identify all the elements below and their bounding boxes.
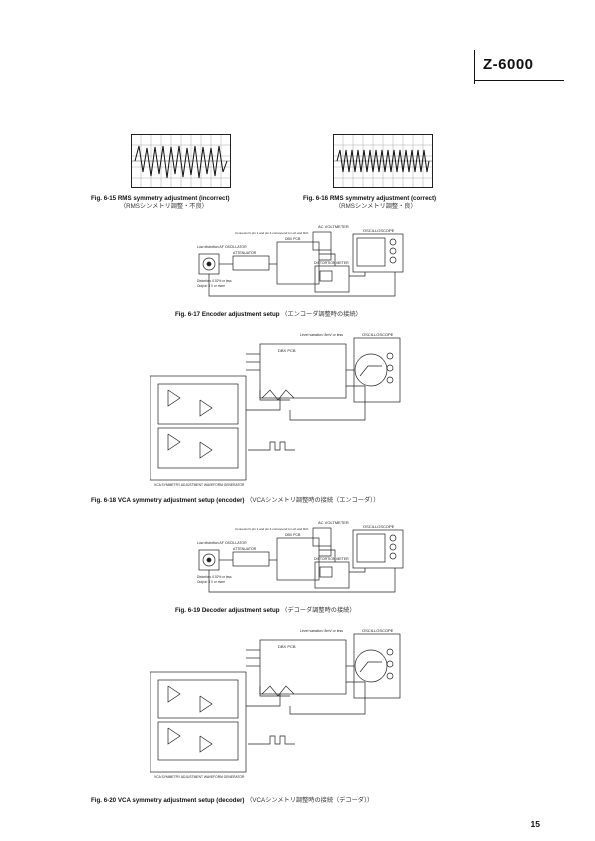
fig16-caption: Fig. 6-16 RMS symmetry adjustment (corre… — [303, 195, 436, 203]
fig15-title: RMS symmetry adjustment (incorrect) — [117, 195, 230, 202]
fig18-subtitle: （VCAシンメトリ調整時の接続（エンコーダ）） — [246, 497, 380, 504]
fig18-level-note: Level variation: 8mV or less — [300, 333, 343, 337]
fig20-caption: Fig. 6-20 VCA symmetry adjustment setup … — [91, 797, 373, 805]
fig20-title: VCA symmetry adjustment setup (decoder) — [117, 797, 245, 804]
fig19-distortion-meter: DISTORTION METER — [314, 557, 349, 561]
fig20-oscilloscope: OSCILLOSCOPE — [362, 628, 394, 633]
fig20-level-note: Level variation: 8mV or less — [300, 629, 343, 633]
fig19-number: Fig. 6-19 — [175, 607, 201, 614]
fig19-subtitle: （デコーダ調整時の接続） — [281, 607, 356, 614]
fig18-title: VCA symmetry adjustment setup (encoder) — [117, 497, 245, 504]
fig19-dbx-pcb: DBX PCB — [285, 533, 301, 537]
fig19-distortion-spec: Distortion: 0.02% or less — [197, 575, 232, 579]
fig19-oscilloscope: OSCILLOSCOPE — [363, 524, 395, 529]
fig19-output-spec: Output: 3 V or more — [197, 580, 225, 584]
fig17-caption: Fig. 6-17 Encoder adjustment setup （エンコー… — [175, 311, 362, 319]
header-rule — [474, 50, 475, 84]
fig19-ac-voltmeter: AC VOLTMETER — [318, 520, 349, 525]
fig20-generator: VCA SYMMETRY ADJUSTMENT WAVEFORM GENERAT… — [154, 775, 245, 779]
fig20-subtitle: （VCAシンメトリ調整時の接続（デコーダ）） — [246, 797, 374, 804]
decoder-setup-diagram: AC VOLTMETER OSCILLOSCOPE Low distortion… — [197, 520, 404, 593]
fig19-caption: Fig. 6-19 Decoder adjustment setup （デコーダ… — [175, 607, 356, 615]
model-title: Z-6000 — [483, 56, 534, 73]
fig18-dbx-pcb: DBX PCB — [278, 348, 296, 353]
fig17-subtitle: （エンコーダ調整時の接続） — [281, 311, 362, 318]
fig17-output-spec: Output: 3 V or more — [197, 284, 225, 288]
fig15-caption: Fig. 6-15 RMS symmetry adjustment (incor… — [91, 195, 230, 203]
fig19-connect-note: Connector's pin 1 and pin 4 correspond t… — [235, 527, 309, 531]
fig16-subtitle: （RMSシンメトリ調整・良） — [335, 203, 417, 210]
fig17-oscilloscope: OSCILLOSCOPE — [363, 228, 395, 233]
vca-decoder-setup-diagram: Level variation: 8mV or less OSCILLOSCOP… — [150, 628, 401, 779]
fig16-number: Fig. 6-16 — [303, 195, 329, 202]
fig17-distortion-spec: Distortion: 0.02% or less — [197, 279, 232, 283]
fig17-number: Fig. 6-17 — [175, 311, 201, 318]
fig16-title: RMS symmetry adjustment (correct) — [329, 195, 437, 202]
fig18-number: Fig. 6-18 — [91, 497, 117, 504]
fig18-caption: Fig. 6-18 VCA symmetry adjustment setup … — [91, 497, 379, 505]
fig15-number: Fig. 6-15 — [91, 195, 117, 202]
fig19-title: Decoder adjustment setup — [201, 607, 280, 614]
encoder-setup-diagram: AC VOLTMETER OSCILLOSCOPE Low distortion… — [197, 224, 404, 297]
scope-screen-correct — [333, 134, 433, 188]
fig18-oscilloscope: OSCILLOSCOPE — [362, 332, 394, 337]
fig17-ac-voltmeter: AC VOLTMETER — [318, 224, 349, 229]
fig15-subtitle: （RMSシンメトリ調整・不良） — [120, 203, 208, 210]
fig18-generator: VCA SYMMETRY ADJUSTMENT WAVEFORM GENERAT… — [154, 483, 245, 487]
fig19-attenuator: ATTENUATOR — [233, 547, 257, 551]
fig19-oscillator: Low distortion AF OSCILLATOR — [197, 541, 247, 545]
scope-screen-incorrect — [131, 134, 231, 188]
header-underline — [474, 80, 564, 81]
vca-encoder-setup-diagram: Level variation: 8mV or less OSCILLOSCOP… — [150, 332, 401, 487]
fig17-attenuator: ATTENUATOR — [233, 251, 257, 255]
fig17-title: Encoder adjustment setup — [201, 311, 280, 318]
fig17-dbx-pcb: DBX PCB — [285, 237, 301, 241]
fig20-number: Fig. 6-20 — [91, 797, 117, 804]
page-number: 15 — [530, 819, 540, 829]
fig17-connect-note: Connector's pin 1 and pin 4 correspond t… — [235, 231, 309, 235]
fig17-distortion-meter: DISTORTION METER — [314, 261, 349, 265]
fig17-oscillator: Low distortion AF OSCILLATOR — [197, 245, 247, 249]
fig20-dbx-pcb: DBX PCB — [278, 644, 296, 649]
